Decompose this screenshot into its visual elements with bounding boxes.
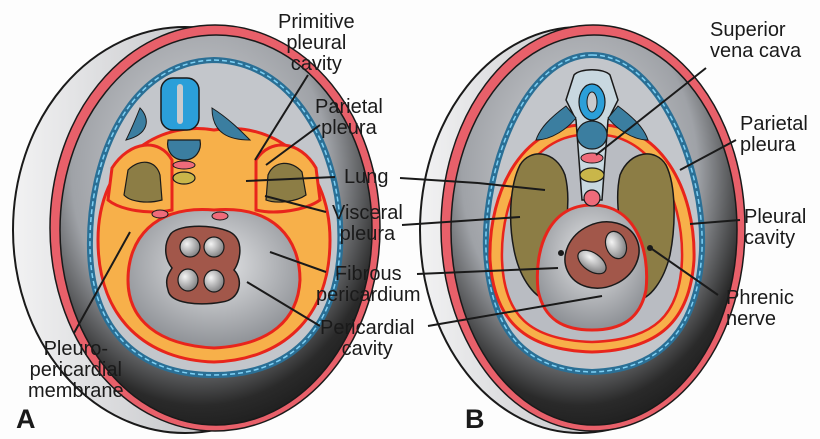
leader-pleural-cavity xyxy=(689,219,741,225)
parietal-membrane-dashed xyxy=(485,54,703,373)
heart-chamber xyxy=(604,230,628,260)
phrenic-nerve-left xyxy=(558,250,564,256)
sclerotome-left xyxy=(535,105,577,141)
leader-fibrous-pericardium-b xyxy=(416,267,559,275)
leader-pleuropericardial-membrane xyxy=(73,231,131,334)
cardinal-vein-right xyxy=(211,211,229,221)
leader-visceral-pleura-b xyxy=(401,216,521,226)
superior-vena-cava xyxy=(580,152,604,164)
heart xyxy=(165,225,241,305)
leader-lung-b-wall xyxy=(399,177,479,184)
panel-a-leader-lines xyxy=(73,74,336,334)
esophagus xyxy=(172,171,196,185)
label-pleural-cavity: Pleural cavity xyxy=(744,206,807,249)
label-phrenic-nerve: Phrenic nerve xyxy=(726,287,794,330)
heart-chamber xyxy=(203,236,225,258)
sclerotome-right xyxy=(607,105,649,141)
label-superior-vena-cava: Superior vena cava xyxy=(710,19,802,62)
esophagus xyxy=(579,167,605,183)
panel-b-diagram xyxy=(399,24,746,434)
label-pericardial-cavity: Pericardial cavity xyxy=(320,317,415,360)
lung-left-tissue xyxy=(123,161,163,203)
label-primitive-pleural-cavity: Primitive pleural cavity xyxy=(278,11,355,75)
panel-letter-a: A xyxy=(16,404,36,434)
aorta xyxy=(583,189,601,207)
sclerotome-right xyxy=(211,107,252,141)
leader-parietal-pleura-b xyxy=(679,139,737,171)
heart-chamber xyxy=(179,236,201,258)
label-visceral-pleura: Visceral pleura xyxy=(332,202,403,245)
cardinal-vein-left xyxy=(151,209,169,219)
heart-chamber xyxy=(177,268,199,292)
leader-pericardial-cavity-a xyxy=(246,281,321,327)
leader-pericardial-cavity-b xyxy=(427,295,603,327)
leader-phrenic-nerve xyxy=(651,248,719,296)
label-parietal-pleura-a: Parietal pleura xyxy=(315,96,383,139)
neural-canal xyxy=(177,84,183,124)
heart-chamber xyxy=(203,269,225,293)
phrenic-nerve-right xyxy=(647,245,653,251)
leader-primitive-pleural-cavity xyxy=(254,74,309,161)
label-lung: Lung xyxy=(344,166,389,188)
vertebral-body xyxy=(576,120,608,150)
leader-fibrous-pericardium-a xyxy=(269,251,327,273)
vertebral-body xyxy=(167,139,201,161)
leader-visceral-pleura-a xyxy=(264,195,327,213)
leader-lung-b xyxy=(477,182,546,191)
heart-chamber xyxy=(577,249,607,275)
neural-canal xyxy=(586,91,598,113)
label-parietal-pleura-b: Parietal pleura xyxy=(740,113,808,156)
leader-lung-a xyxy=(245,176,336,182)
panel-letter-b: B xyxy=(465,404,485,434)
parietal-membrane-dashed xyxy=(89,59,342,376)
panel-a-diagram xyxy=(12,24,381,434)
label-pleuropericardial-membrane: Pleuro- pericardial membrane xyxy=(28,338,124,402)
label-fibrous-pericardium: Fibrous pericardium xyxy=(316,263,421,306)
panel-b-leader-lines xyxy=(399,67,741,327)
lung-right-tissue xyxy=(265,162,307,203)
leader-superior-vena-cava xyxy=(595,67,707,156)
sclerotome-left xyxy=(125,107,147,141)
leader-parietal-pleura-a xyxy=(265,124,321,166)
aorta xyxy=(172,160,196,170)
